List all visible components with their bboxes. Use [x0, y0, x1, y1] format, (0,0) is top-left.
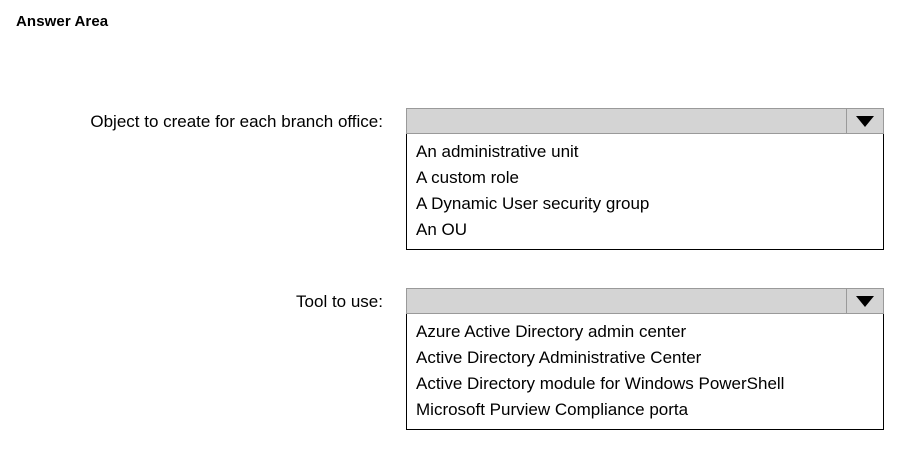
chevron-down-icon[interactable]: [846, 289, 883, 313]
select-object-to-create[interactable]: [406, 108, 884, 134]
list-item[interactable]: Active Directory module for Windows Powe…: [416, 374, 785, 393]
list-item[interactable]: An OU: [416, 220, 468, 239]
chevron-down-glyph: [856, 295, 874, 307]
field-label-object-to-create: Object to create for each branch office:: [90, 112, 383, 131]
list-item[interactable]: A Dynamic User security group: [416, 194, 650, 213]
chevron-down-icon[interactable]: [846, 109, 883, 133]
list-item[interactable]: Azure Active Directory admin center: [416, 322, 687, 341]
dropdown-object-to-create: An administrative unit A custom role A D…: [406, 108, 884, 250]
list-item[interactable]: An administrative unit: [416, 142, 579, 161]
select-tool-to-use-value: [407, 289, 846, 313]
list-item[interactable]: Active Directory Administrative Center: [416, 348, 702, 367]
list-item[interactable]: A custom role: [416, 168, 519, 187]
select-object-to-create-value: [407, 109, 846, 133]
page-title: Answer Area: [16, 13, 109, 30]
field-label-tool-to-use: Tool to use:: [296, 292, 383, 311]
select-tool-to-use[interactable]: [406, 288, 884, 314]
option-list-tool-to-use[interactable]: Azure Active Directory admin center Acti…: [406, 314, 884, 430]
option-list-object-to-create[interactable]: An administrative unit A custom role A D…: [406, 134, 884, 250]
dropdown-tool-to-use: Azure Active Directory admin center Acti…: [406, 288, 884, 430]
list-item[interactable]: Microsoft Purview Compliance porta: [416, 400, 689, 419]
chevron-down-glyph: [856, 115, 874, 127]
